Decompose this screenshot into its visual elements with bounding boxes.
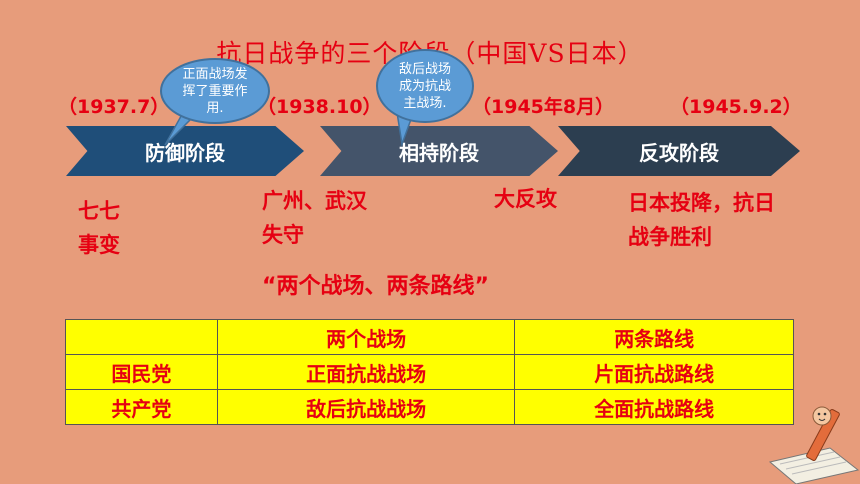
callout-front-text: 正面战场发挥了重要作用. (182, 66, 248, 116)
event-guangzhou-wuhan: 广州、武汉失守 (262, 189, 367, 247)
pencil-notebook-icon (768, 406, 860, 484)
callout-front-bubble: 正面战场发挥了重要作用. (160, 58, 270, 124)
stage-defense-arrow: 防御阶段 (66, 126, 304, 176)
stage-defense-label: 防御阶段 (145, 140, 225, 165)
date-1938: （1938.10） (257, 96, 382, 118)
event-marco-polo-bridge: 七七事变 (78, 199, 120, 257)
table-cell: 片面抗战路线 (514, 354, 794, 390)
event-counteroffensive: 大反攻 (494, 187, 557, 211)
date-1945-aug: （1945年8月） (472, 96, 615, 118)
callout-rear-bubble: 敌后战场成为抗战主战场. (376, 49, 474, 123)
stage-stalemate-arrow: 相持阶段 (320, 126, 558, 176)
table-cell: 全面抗战路线 (514, 389, 794, 425)
table-header-cell (65, 319, 218, 355)
table-cell: 正面抗战战场 (216, 354, 516, 390)
table-header-row: 两个战场 两条路线 (65, 319, 794, 355)
table-cell: 国民党 (65, 354, 218, 390)
table-row: 共产党 敌后抗战战场 全面抗战路线 (65, 389, 794, 425)
table-cell: 敌后抗战战场 (216, 389, 516, 425)
stage-counteroffensive-arrow: 反攻阶段 (558, 126, 800, 176)
date-1945-sep: （1945.9.2） (670, 96, 802, 118)
stage-counteroffensive-label: 反攻阶段 (639, 140, 719, 165)
callout-rear-text: 敌后战场成为抗战主战场. (398, 61, 451, 111)
table-header-cell: 两个战场 (216, 319, 516, 355)
subtitle-quote: “两个战场、两条路线” (262, 274, 489, 299)
event-japan-surrender: 日本投降，抗日战争胜利 (628, 191, 775, 249)
date-1937: （1937.7） (58, 96, 170, 118)
table-row: 国民党 正面抗战战场 片面抗战路线 (65, 354, 794, 390)
stage-stalemate-label: 相持阶段 (399, 140, 479, 165)
comparison-table: 两个战场 两条路线 国民党 正面抗战战场 片面抗战路线 共产党 敌后抗战战场 全… (65, 319, 794, 425)
table-cell: 共产党 (65, 389, 218, 425)
table-header-cell: 两条路线 (514, 319, 794, 355)
